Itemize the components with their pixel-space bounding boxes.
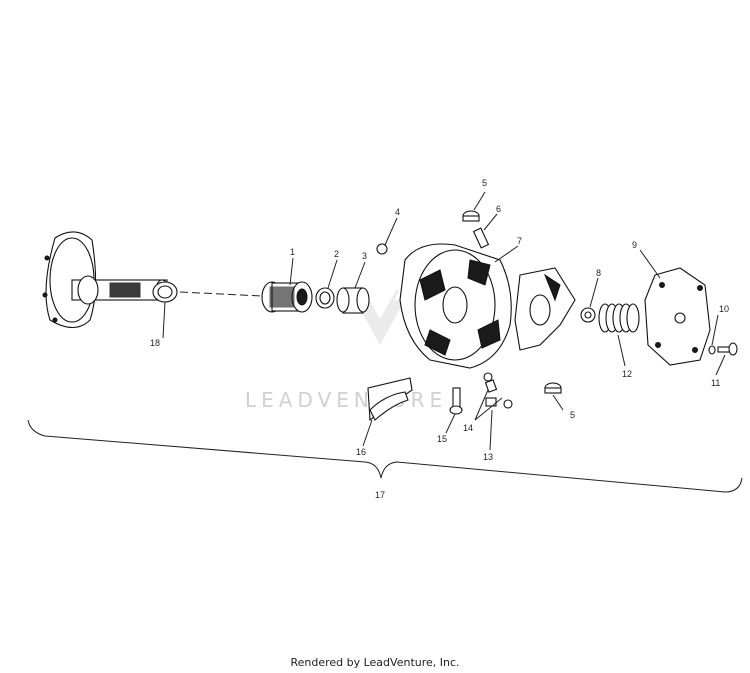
- part-14-roller: [483, 372, 498, 393]
- part-16-shoe: [367, 377, 413, 422]
- callout-8: 8: [596, 268, 601, 278]
- callout-1: 1: [290, 247, 295, 257]
- callout-12: 12: [622, 369, 632, 379]
- callout-11: 11: [711, 378, 720, 388]
- callout-17: 17: [375, 490, 385, 500]
- callout-2: 2: [334, 249, 339, 259]
- callout-3: 3: [362, 251, 367, 261]
- callout-labels: 1 2 3 4 5 6 7 8 9 10 11 12 13 14 15 16 1…: [150, 178, 729, 500]
- part-15-bolt: [449, 387, 463, 415]
- part-8-nut: [580, 307, 596, 323]
- part-3-spacer: [336, 287, 370, 314]
- part-6-pin: [472, 227, 490, 249]
- fixed-sheave-shaft: [42, 231, 169, 329]
- callout-9: 9: [632, 240, 637, 250]
- center-axis-line: [179, 291, 263, 297]
- callout-7: 7: [517, 236, 522, 246]
- part-11-bolt: [717, 342, 738, 356]
- watermark-text: LEADVENTURE: [245, 388, 447, 412]
- part-5-button-bottom: [544, 382, 562, 394]
- callout-4: 4: [395, 207, 400, 217]
- part-18-washer: [152, 281, 178, 303]
- callout-15: 15: [437, 434, 447, 444]
- part-12-spring: [598, 303, 640, 333]
- callout-14: 14: [463, 423, 473, 433]
- part-5-button-top: [462, 210, 480, 222]
- part-9-cover: [644, 267, 711, 366]
- callout-6: 6: [496, 204, 501, 214]
- part-10-washer: [708, 345, 716, 355]
- leader-lines: [162, 191, 726, 451]
- callout-13: 13: [483, 452, 493, 462]
- callout-10: 10: [719, 304, 729, 314]
- callout-5-top: 5: [482, 178, 487, 188]
- part-13-roller: [485, 397, 513, 409]
- movable-sheave-housing: [399, 243, 512, 369]
- callout-16: 16: [356, 447, 366, 457]
- callout-5-bottom: 5: [570, 410, 575, 420]
- part-2-ring: [315, 287, 335, 309]
- assembly-brace: [27, 419, 743, 493]
- part-4-weight: [376, 243, 388, 255]
- part-1-bushing: [261, 281, 313, 313]
- spider-assembly: [514, 267, 576, 351]
- footer-credit: Rendered by LeadVenture, Inc.: [290, 656, 460, 669]
- callout-18: 18: [150, 338, 160, 348]
